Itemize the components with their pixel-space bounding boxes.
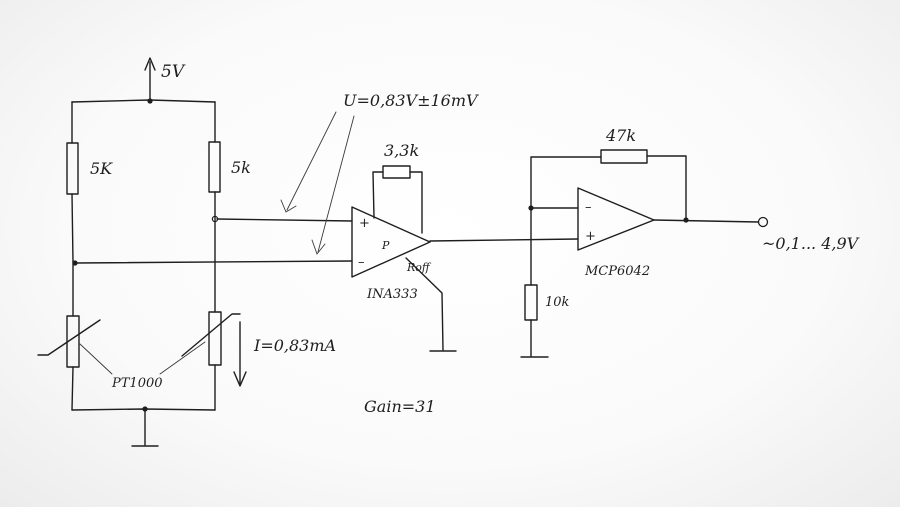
gain-resistor-wire-right xyxy=(409,171,423,234)
resistor-5k-right xyxy=(208,141,221,193)
left-leg-wire-mid xyxy=(71,193,74,263)
output-terminal xyxy=(757,216,769,228)
resistor-5k-right-label: 5k xyxy=(231,158,251,177)
wire-inamp-out-to-opamp xyxy=(429,238,579,242)
voltage-pointer-plus xyxy=(286,111,337,211)
feedback-resistor xyxy=(600,149,648,164)
current-label: I=0,83mA xyxy=(253,336,336,355)
pt1000-label: PT1000 xyxy=(111,376,163,391)
current-arrow xyxy=(233,321,247,387)
voltage-pointer-minus xyxy=(317,115,355,253)
pt1000-pointer-right xyxy=(159,341,206,375)
wire-bridge-left-to-inamp-minus xyxy=(74,260,353,264)
opamp-triangle xyxy=(577,187,655,251)
opamp-plus-sign: + xyxy=(585,229,596,244)
supply-arrow xyxy=(144,57,156,101)
output-node xyxy=(683,217,689,223)
feedback-wire-right xyxy=(646,155,687,221)
top-rail-wire xyxy=(71,99,216,103)
opamp-minus-sign: – xyxy=(585,200,592,215)
resistor-5k-left-label: 5K xyxy=(90,159,113,178)
pt1000-right-tempco-slash xyxy=(181,313,241,357)
inamp-roff-label: Roff xyxy=(406,261,432,274)
opamp-part-name: MCP6042 xyxy=(584,264,650,279)
voltage-pointer-plus-head xyxy=(280,199,297,213)
feedback-resistor-label: 47k xyxy=(605,126,636,145)
gain-resistor xyxy=(382,165,411,179)
pt1000-pointer-left xyxy=(79,343,113,375)
inamp-triangle xyxy=(351,206,431,278)
top-rail-node xyxy=(147,98,153,104)
output-voltage-label: ~0,1... 4,9V xyxy=(762,234,860,253)
voltage-label: U=0,83V±16mV xyxy=(343,91,479,110)
pt1000-left-wire-bottom xyxy=(71,366,74,411)
output-wire xyxy=(653,219,759,223)
inamp-ref-pin: P xyxy=(381,239,390,252)
voltage-pointer-minus-head xyxy=(311,239,326,255)
ground-resistor xyxy=(524,284,538,321)
wire-bridge-right-to-inamp-plus xyxy=(216,218,353,222)
roff-wire xyxy=(405,257,444,351)
ground-resistor-label: 10k xyxy=(545,295,570,310)
pt1000-sensor-right xyxy=(208,311,222,366)
feedback-wire-left xyxy=(530,156,602,209)
gain-label: Gain=31 xyxy=(364,397,436,416)
inamp-plus-sign: + xyxy=(359,216,370,231)
gain-resistor-label: 3,3k xyxy=(384,141,419,160)
inamp-part-name: INA333 xyxy=(366,287,418,302)
inamp-minus-sign: – xyxy=(358,255,365,270)
supply-label: 5V xyxy=(161,62,186,82)
gain-resistor-wire-left xyxy=(372,171,384,219)
pt1000-left-tempco-slash xyxy=(37,319,101,356)
resistor-5k-left xyxy=(66,142,79,195)
